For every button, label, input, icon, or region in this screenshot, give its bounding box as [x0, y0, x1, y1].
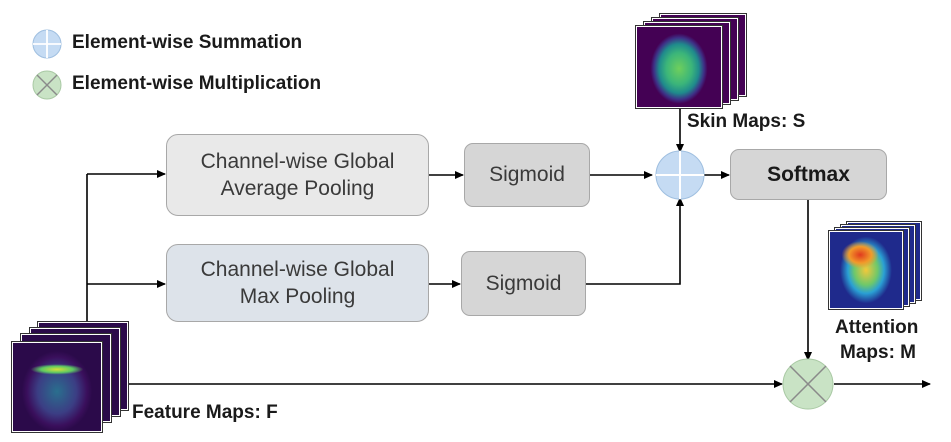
- attention-maps-stack: [829, 222, 929, 314]
- sigmoid-top-box: Sigmoid: [464, 143, 590, 207]
- legend-multiplication-icon: [32, 70, 62, 100]
- multiplication-node: [782, 358, 834, 410]
- feature-maps-label: Feature Maps: F: [132, 402, 278, 423]
- legend-multiplication-label: Element-wise Multiplication: [72, 73, 322, 94]
- max-pooling-line1: Channel-wise Global: [200, 257, 395, 281]
- average-pooling-line1: Channel-wise Global: [200, 149, 395, 173]
- skin-map-face-image: [636, 26, 722, 108]
- sigmoid-bottom-box: Sigmoid: [461, 251, 586, 316]
- attention-maps-label-line2: Maps: M: [840, 342, 916, 363]
- summation-node: [655, 150, 705, 200]
- max-pooling-box: Channel-wise Global Max Pooling: [166, 244, 429, 322]
- sigmoid-bottom-label: Sigmoid: [485, 271, 562, 295]
- sigmoid-top-label: Sigmoid: [489, 163, 565, 187]
- feature-maps-stack: [12, 322, 130, 434]
- arrow-sigmoid-bottom-to-sum: [586, 197, 684, 285]
- softmax-box: Softmax: [730, 149, 887, 200]
- legend-summation-icon: [32, 29, 62, 59]
- softmax-label: Softmax: [767, 162, 850, 186]
- skin-maps-label: Skin Maps: S: [687, 111, 806, 132]
- feature-map-face-image: [12, 342, 102, 432]
- legend-summation-label: Element-wise Summation: [72, 32, 303, 53]
- average-pooling-line2: Average Pooling: [220, 177, 375, 200]
- attention-maps-label-line1: Attention: [835, 317, 919, 338]
- max-pooling-line2: Max Pooling: [239, 285, 356, 308]
- skin-maps-stack: [636, 14, 748, 108]
- attention-map-face-image: [829, 231, 903, 309]
- average-pooling-box: Channel-wise Global Average Pooling: [166, 134, 429, 216]
